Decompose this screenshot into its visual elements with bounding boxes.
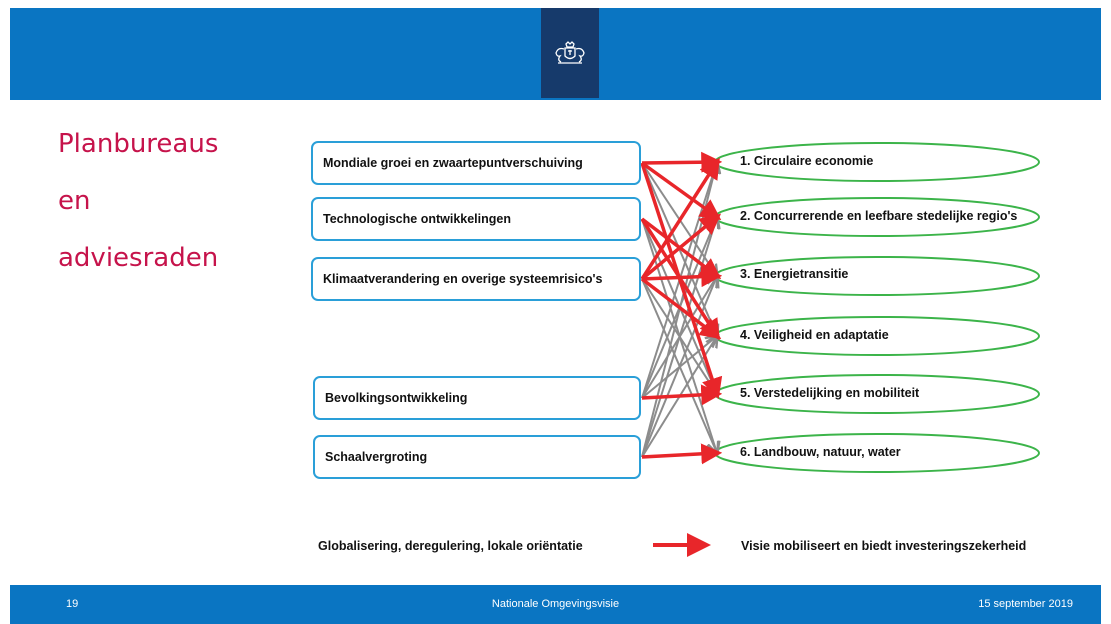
source-box-klimaatverandering: Klimaatverandering en overige systeemris… [311, 257, 641, 301]
strong-arrow-5-to-6 [641, 443, 723, 465]
legend-right-text: Visie mobiliseert en biedt investeringsz… [741, 539, 1027, 553]
target-label-circulaire-economie: 1. Circulaire economie [740, 154, 874, 168]
source-label: Schaalvergroting [325, 450, 428, 464]
source-box-technologische-ontwikkelingen: Technologische ontwikkelingen [311, 197, 641, 241]
weak-arrow-5-to-3 [641, 276, 717, 458]
source-label: Technologische ontwikkelingen [323, 212, 511, 226]
target-label-landbouw-natuur-water: 6. Landbouw, natuur, water [740, 445, 901, 459]
source-box-mondiale-groei: Mondiale groei en zwaartepuntverschuivin… [311, 141, 641, 185]
footer-page-number: 19 [66, 598, 79, 610]
footer-bar: 19 Nationale Omgevingsvisie 15 september… [10, 585, 1101, 624]
strong-links [640, 151, 723, 465]
header-bar [10, 8, 1101, 100]
title-line-3: adviesraden [58, 243, 219, 273]
target-label-energietransitie: 3. Energietransitie [740, 267, 849, 281]
source-label: Bevolkingsontwikkeling [325, 391, 468, 405]
source-label: Mondiale groei en zwaartepuntverschuivin… [323, 156, 583, 170]
strong-arrow-3-to-4 [640, 277, 722, 340]
strong-arrow-1-to-2 [640, 161, 722, 221]
footer-title: Nationale Omgevingsvisie [491, 598, 620, 610]
target-label-verstedelijking-mobiliteit: 5. Verstedelijking en mobiliteit [740, 386, 920, 400]
strong-arrow-3-to-2 [640, 213, 722, 281]
source-label: Klimaatverandering en overige systeemris… [323, 272, 603, 286]
weak-arrow-5-to-2 [641, 217, 717, 458]
target-label-stedelijke-regios: 2. Concurrerende en leefbare stedelijke … [740, 209, 1018, 223]
title-line-1: Planbureaus [58, 129, 219, 159]
coat-of-arms-icon [555, 41, 585, 64]
source-box-schaalvergroting: Schaalvergroting [313, 435, 641, 479]
slide-title: Planbureaus en adviesraden [58, 116, 258, 287]
strong-arrow-1-to-1 [641, 151, 723, 173]
strong-arrow-3-to-3 [641, 266, 723, 288]
coat-of-arms-logo [541, 8, 599, 98]
strong-arrow-3-to-1 [640, 157, 720, 280]
target-ellipses [714, 142, 1040, 473]
source-box-bevolkingsontwikkeling: Bevolkingsontwikkeling [313, 376, 641, 420]
title-line-2: en [58, 186, 91, 216]
legend-left-text: Globalisering, deregulering, lokale orië… [318, 539, 583, 553]
target-label-veiligheid-adaptatie: 4. Veiligheid en adaptatie [740, 328, 889, 342]
footer-date: 15 september 2019 [978, 598, 1073, 610]
strong-arrow-4-to-5 [641, 384, 723, 406]
